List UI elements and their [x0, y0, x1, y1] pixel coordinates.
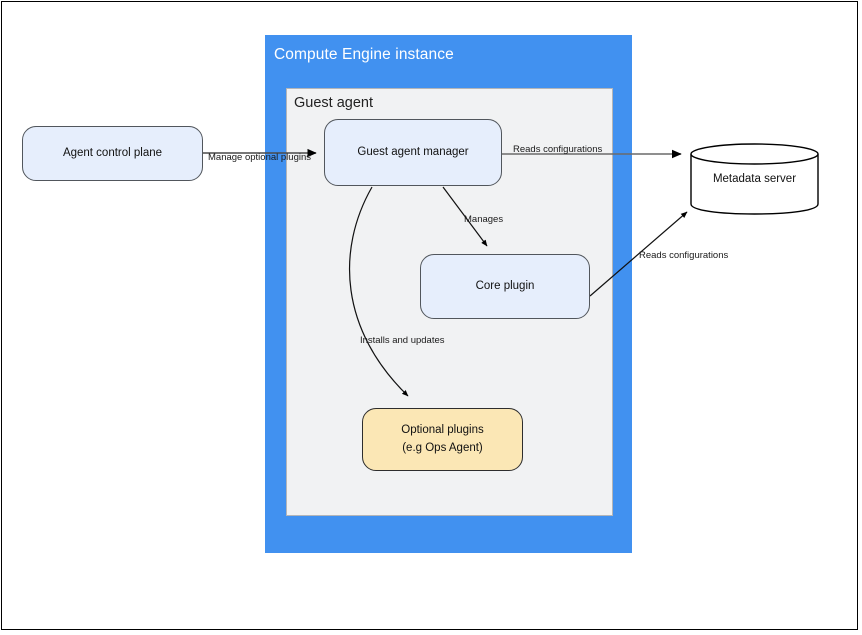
- node-agent-control-plane-label: Agent control plane: [62, 146, 163, 159]
- node-core-plugin-label: Core plugin: [475, 279, 535, 292]
- node-guest-agent-manager[interactable]: Guest agent manager: [324, 119, 502, 186]
- node-optional-plugins-label: Optional plugins (e.g Ops Agent): [363, 422, 522, 458]
- node-optional-plugins-label-line1: Optional plugins: [401, 423, 484, 436]
- compute-engine-instance-title: Compute Engine instance: [274, 46, 454, 63]
- node-metadata-server-label: Metadata server: [712, 173, 797, 185]
- node-core-plugin[interactable]: Core plugin: [420, 254, 590, 319]
- edge-label-reads-configurations-top: Reads configurations: [513, 144, 603, 155]
- node-agent-control-plane[interactable]: Agent control plane: [22, 126, 203, 181]
- node-guest-agent-manager-label: Guest agent manager: [357, 145, 469, 158]
- edge-label-installs-and-updates: Installs and updates: [360, 335, 445, 346]
- node-optional-plugins[interactable]: Optional plugins (e.g Ops Agent): [362, 408, 523, 471]
- cylinder-icon: [690, 143, 819, 215]
- edge-label-reads-configurations-core: Reads configurations: [639, 250, 729, 261]
- edge-label-manage-optional-plugins: Manage optional plugins: [208, 152, 311, 163]
- node-optional-plugins-label-line2: (e.g Ops Agent): [402, 441, 483, 454]
- edge-label-manages: Manages: [464, 214, 504, 225]
- node-metadata-server[interactable]: Metadata server: [690, 143, 819, 215]
- guest-agent-title: Guest agent: [294, 95, 373, 111]
